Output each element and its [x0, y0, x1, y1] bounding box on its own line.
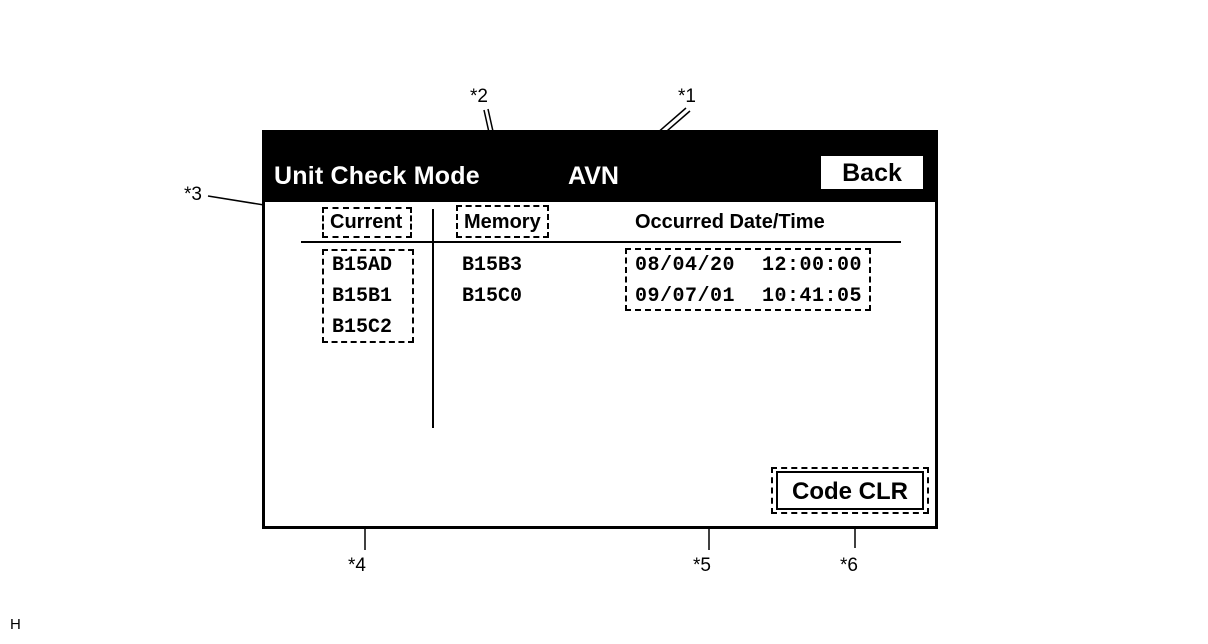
back-button[interactable]: Back — [819, 154, 925, 191]
title-bar: Unit Check Mode AVN Back — [265, 133, 935, 202]
column-divider — [432, 209, 434, 428]
memory-header-highlight — [456, 205, 549, 238]
current-code: B15AD — [332, 254, 393, 277]
memory-code: B15B3 — [462, 254, 523, 277]
callout-6: *6 — [840, 555, 858, 576]
callout-5: *5 — [693, 555, 711, 576]
callout-2: *2 — [470, 86, 488, 107]
unit-check-screen: Unit Check Mode AVN Back Current Memory … — [262, 130, 938, 529]
callout-1: *1 — [678, 86, 696, 107]
callout-4: *4 — [348, 555, 366, 576]
current-code: B15B1 — [332, 285, 393, 308]
occurred-date: 08/04/20 — [635, 254, 736, 277]
code-clear-button[interactable]: Code CLR — [776, 471, 924, 510]
code-clear-highlight — [771, 467, 929, 514]
occurred-datetime-highlight — [625, 248, 871, 311]
occurred-time: 12:00:00 — [762, 254, 863, 277]
unit-name: AVN — [568, 162, 619, 190]
header-divider — [301, 241, 901, 243]
header-occurred-date-time: Occurred Date/Time — [635, 211, 825, 233]
figure-code: H — [10, 616, 21, 633]
occurred-time: 10:41:05 — [762, 285, 863, 308]
memory-code: B15C0 — [462, 285, 523, 308]
current-code: B15C2 — [332, 316, 393, 339]
header-memory: Memory — [464, 211, 541, 233]
current-codes-highlight — [322, 249, 414, 343]
current-header-highlight — [322, 207, 412, 238]
header-current: Current — [330, 211, 403, 233]
app-title: Unit Check Mode — [274, 162, 480, 190]
occurred-date: 09/07/01 — [635, 285, 736, 308]
callout-3: *3 — [184, 184, 202, 205]
